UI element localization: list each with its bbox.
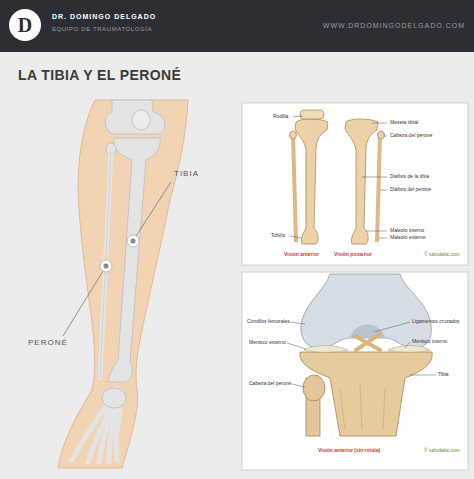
view-caption: Visión anterior (sin rótula) bbox=[318, 448, 380, 453]
marker-dot bbox=[131, 239, 136, 244]
credit-note: © saludalia.com bbox=[424, 252, 460, 257]
header-url: WWW.DRDOMINGODELGADO.COM bbox=[323, 22, 465, 29]
panel bbox=[242, 103, 468, 265]
leg-bones bbox=[105, 100, 165, 382]
logo-circle: D bbox=[9, 9, 41, 41]
leader-lines bbox=[287, 322, 436, 387]
part-label: Cóndilos femorales bbox=[247, 319, 290, 324]
header-subtitle: EQUIPO DE TRAUMATOLOGÍA bbox=[52, 26, 152, 32]
leader-line bbox=[136, 182, 171, 236]
part-label: Diáfisis de la tibia bbox=[390, 174, 429, 179]
part-label: Tibia bbox=[438, 372, 449, 377]
panel bbox=[242, 272, 468, 470]
bone-label: TIBIA bbox=[174, 170, 199, 178]
part-label: Tobillo bbox=[271, 233, 285, 238]
fibula-edge bbox=[100, 152, 111, 378]
leader-line bbox=[63, 271, 103, 336]
fibula-shaft bbox=[100, 152, 111, 378]
credit-note: © saludalia.com bbox=[424, 448, 460, 453]
header-bar bbox=[0, 0, 474, 52]
part-label: Ligamentos cruzados bbox=[412, 319, 460, 324]
part-label: Menisco interno bbox=[412, 339, 447, 344]
talus bbox=[102, 388, 126, 408]
part-label: Rodilla bbox=[273, 114, 288, 119]
part-label: Cabeza del peroné bbox=[249, 381, 291, 386]
bone-label: PERONÉ bbox=[28, 339, 68, 347]
leg-silhouette bbox=[58, 100, 188, 468]
logo-letter: D bbox=[18, 15, 32, 35]
part-label: Maleolo externo bbox=[390, 235, 426, 240]
part-label: Meseta tibial bbox=[390, 120, 418, 125]
part-label: Cabeza del peroné bbox=[390, 133, 432, 138]
leader-lines bbox=[290, 116, 387, 238]
header-name: DR. DOMINGO DELGADO bbox=[52, 13, 156, 20]
part-label: Menisco externo bbox=[249, 340, 286, 345]
marker-dot bbox=[100, 260, 112, 272]
knee-illustration bbox=[300, 274, 432, 436]
marker-dot bbox=[104, 264, 109, 269]
part-label: Maleolo interno bbox=[390, 228, 424, 233]
part-label: Diáfisis del peroné bbox=[390, 187, 431, 192]
view-caption: Visión posterior bbox=[334, 252, 372, 257]
view-caption: Visión anterior bbox=[284, 252, 319, 257]
marker-dot bbox=[127, 235, 139, 247]
title: LA TIBIA Y EL PERONÉ bbox=[18, 68, 181, 82]
